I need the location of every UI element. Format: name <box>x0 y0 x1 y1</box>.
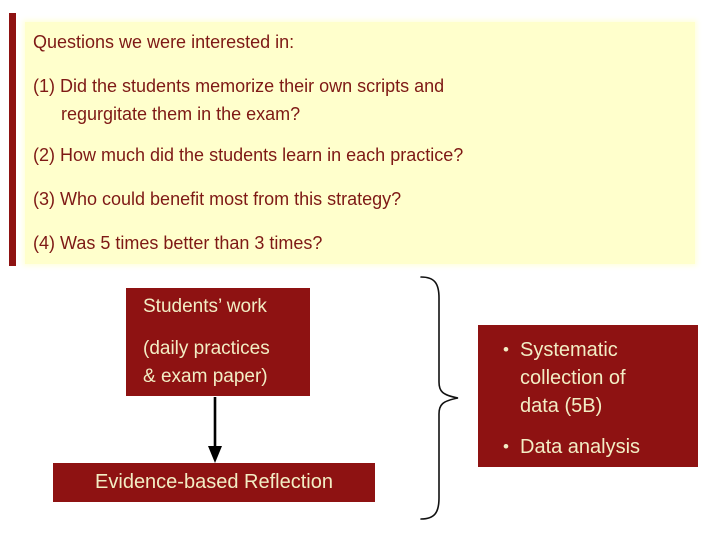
questions-panel: Questions we were interested in: (1) Did… <box>25 22 695 264</box>
questions-title: Questions we were interested in: <box>33 32 295 52</box>
evidence-based-reflection-box: Evidence-based Reflection <box>53 463 375 502</box>
students-work-subtitle-line-1: (daily practices <box>143 338 270 359</box>
down-arrow-icon <box>208 397 222 463</box>
bullet-item-data-analysis: • Data analysis <box>492 433 698 461</box>
bullet-icon: • <box>503 437 509 456</box>
students-work-subtitle-line-2: & exam paper) <box>143 366 268 387</box>
question-4: (4) Was 5 times better than 3 times? <box>33 233 323 253</box>
bullet-item-label: Data analysis <box>520 436 641 458</box>
students-work-title: Students’ work <box>143 296 267 317</box>
students-work-box: Students’ work (daily practices & exam p… <box>126 288 310 396</box>
bullet-item-label: Systematic collection of data (5B) <box>520 339 626 417</box>
question-3: (3) Who could benefit most from this str… <box>33 189 402 209</box>
right-curly-brace-icon <box>420 276 459 520</box>
evidence-based-reflection-label: Evidence-based Reflection <box>95 471 333 493</box>
left-accent-strip <box>9 13 16 266</box>
question-2: (2) How much did the students learn in e… <box>33 145 464 165</box>
bullet-item-systematic-collection: • Systematic collection of data (5B) <box>492 336 698 420</box>
bullet-icon: • <box>503 340 509 359</box>
data-collection-box: • Systematic collection of data (5B) • D… <box>478 325 698 467</box>
question-1-line-2: regurgitate them in the exam? <box>61 104 301 124</box>
question-1-line-1: (1) Did the students memorize their own … <box>33 76 445 96</box>
